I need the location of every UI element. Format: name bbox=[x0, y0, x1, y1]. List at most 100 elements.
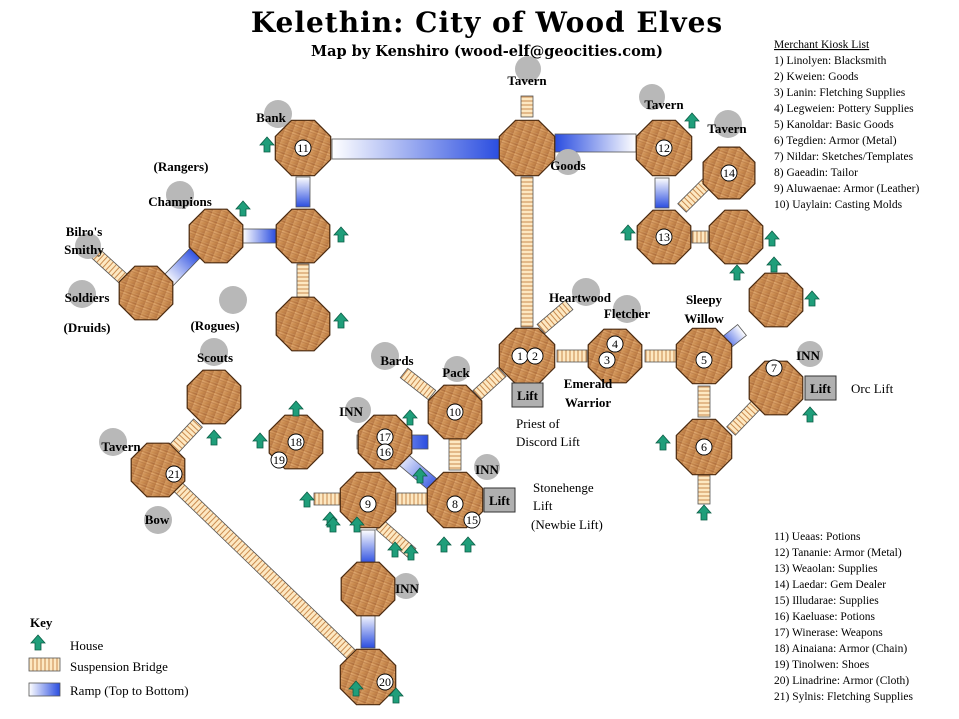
lift-box[interactable] bbox=[511, 382, 544, 408]
npc-marker[interactable] bbox=[515, 56, 541, 82]
kiosk-marker[interactable] bbox=[695, 438, 713, 456]
house-icon[interactable] bbox=[252, 432, 268, 449]
house-icon[interactable] bbox=[348, 680, 364, 697]
platform[interactable]: 43 bbox=[587, 328, 643, 384]
kiosk-marker[interactable] bbox=[695, 351, 713, 369]
platform[interactable]: 21 bbox=[130, 442, 186, 498]
house-icon[interactable] bbox=[436, 536, 452, 553]
kiosk-marker[interactable] bbox=[463, 511, 481, 529]
npc-marker[interactable] bbox=[219, 286, 247, 314]
house-icon[interactable] bbox=[764, 230, 780, 247]
suspension-bridge[interactable] bbox=[396, 492, 429, 506]
kiosk-marker[interactable] bbox=[765, 359, 783, 377]
npc-marker[interactable] bbox=[144, 506, 172, 534]
suspension-bridge[interactable] bbox=[472, 367, 507, 400]
suspension-bridge[interactable] bbox=[644, 349, 677, 363]
npc-marker[interactable] bbox=[444, 356, 470, 382]
house-icon[interactable] bbox=[349, 516, 365, 533]
kiosk-marker[interactable] bbox=[598, 351, 616, 369]
platform[interactable] bbox=[275, 296, 331, 352]
house-icon[interactable] bbox=[802, 406, 818, 423]
npc-marker[interactable] bbox=[613, 295, 641, 323]
platform[interactable] bbox=[118, 265, 174, 321]
kiosk-marker[interactable] bbox=[720, 164, 738, 182]
kiosk-marker[interactable] bbox=[526, 347, 544, 365]
npc-marker[interactable] bbox=[474, 454, 500, 480]
suspension-bridge[interactable] bbox=[399, 367, 437, 401]
npc-marker[interactable] bbox=[99, 428, 127, 456]
platform[interactable] bbox=[186, 369, 242, 425]
suspension-bridge[interactable] bbox=[556, 349, 588, 363]
house-icon[interactable] bbox=[729, 264, 745, 281]
suspension-bridge[interactable] bbox=[697, 385, 711, 418]
kiosk-marker[interactable] bbox=[359, 495, 377, 513]
kiosk-marker[interactable] bbox=[446, 495, 464, 513]
house-icon[interactable] bbox=[403, 544, 419, 561]
house-icon[interactable] bbox=[288, 400, 304, 417]
platform[interactable]: 6 bbox=[675, 418, 733, 476]
npc-marker[interactable] bbox=[264, 100, 292, 128]
npc-marker[interactable] bbox=[639, 84, 665, 110]
platform[interactable] bbox=[498, 119, 556, 177]
house-icon[interactable] bbox=[333, 226, 349, 243]
npc-marker[interactable] bbox=[345, 397, 371, 423]
house-icon[interactable] bbox=[412, 467, 428, 484]
kiosk-marker[interactable] bbox=[376, 443, 394, 461]
house-icon[interactable] bbox=[333, 312, 349, 329]
ramp[interactable] bbox=[654, 177, 670, 209]
house-icon[interactable] bbox=[206, 429, 222, 446]
npc-marker[interactable] bbox=[200, 338, 228, 366]
npc-marker[interactable] bbox=[68, 280, 96, 308]
platform[interactable]: 10 bbox=[427, 384, 483, 440]
platform[interactable]: 12 bbox=[635, 119, 693, 177]
ramp[interactable] bbox=[242, 228, 277, 244]
ramp[interactable] bbox=[331, 138, 501, 160]
platform[interactable]: 815 bbox=[426, 471, 484, 529]
kiosk-marker[interactable] bbox=[294, 139, 312, 157]
platform[interactable] bbox=[708, 209, 764, 265]
ramp[interactable] bbox=[360, 529, 376, 565]
ramp[interactable] bbox=[295, 176, 311, 208]
platform[interactable] bbox=[748, 272, 804, 328]
house-icon[interactable] bbox=[620, 224, 636, 241]
house-icon[interactable] bbox=[655, 434, 671, 451]
platform[interactable]: 5 bbox=[675, 327, 733, 385]
house-icon[interactable] bbox=[684, 112, 700, 129]
platform[interactable]: 14 bbox=[702, 146, 756, 200]
suspension-bridge[interactable] bbox=[520, 176, 534, 328]
house-icon[interactable] bbox=[299, 491, 315, 508]
kiosk-marker[interactable] bbox=[165, 465, 183, 483]
suspension-bridge[interactable] bbox=[697, 474, 711, 505]
suspension-bridge[interactable] bbox=[520, 95, 534, 118]
kiosk-marker[interactable] bbox=[655, 228, 673, 246]
house-icon[interactable] bbox=[388, 687, 404, 704]
npc-marker[interactable] bbox=[371, 342, 399, 370]
lift-box[interactable] bbox=[804, 375, 837, 401]
npc-marker[interactable] bbox=[555, 149, 581, 175]
suspension-bridge[interactable] bbox=[536, 299, 574, 335]
ramp[interactable] bbox=[360, 613, 376, 649]
npc-marker[interactable] bbox=[393, 573, 419, 599]
npc-marker[interactable] bbox=[75, 233, 101, 259]
platform[interactable]: 7 bbox=[748, 359, 804, 416]
suspension-bridge[interactable] bbox=[691, 230, 709, 244]
house-icon[interactable] bbox=[387, 541, 403, 558]
platform[interactable] bbox=[340, 561, 396, 617]
kiosk-marker[interactable] bbox=[287, 433, 305, 451]
suspension-bridge[interactable] bbox=[172, 481, 362, 665]
npc-marker[interactable] bbox=[166, 181, 194, 209]
platform[interactable] bbox=[188, 208, 244, 264]
platform[interactable]: 9 bbox=[339, 471, 397, 529]
house-icon[interactable] bbox=[696, 504, 712, 521]
platform[interactable]: 13 bbox=[636, 209, 692, 265]
house-icon[interactable] bbox=[235, 200, 251, 217]
platform[interactable] bbox=[275, 208, 331, 264]
npc-marker[interactable] bbox=[797, 341, 823, 367]
house-icon[interactable] bbox=[402, 409, 418, 426]
kiosk-marker[interactable] bbox=[446, 403, 464, 421]
house-icon[interactable] bbox=[804, 290, 820, 307]
npc-marker[interactable] bbox=[572, 278, 600, 306]
